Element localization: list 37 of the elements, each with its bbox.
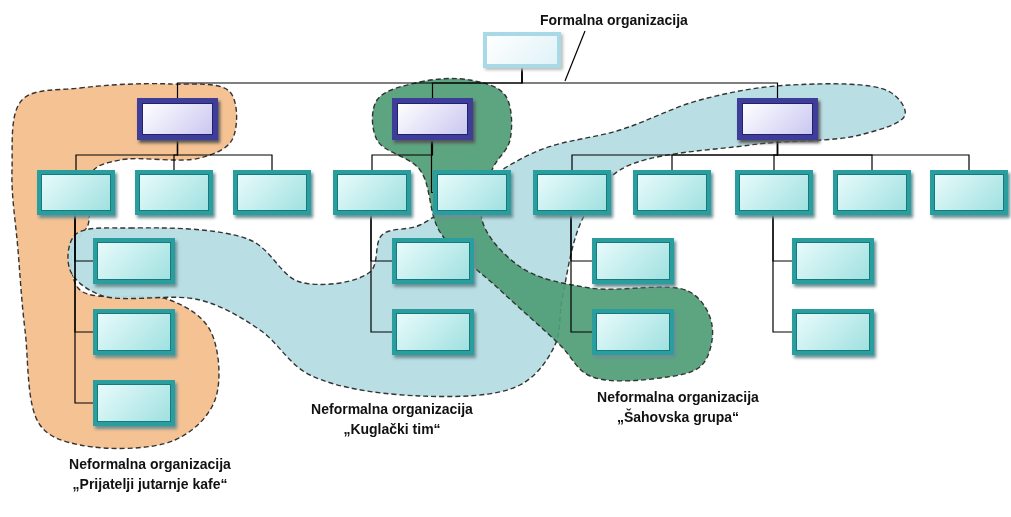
- connector-line: [570, 214, 593, 333]
- position-box: [135, 170, 213, 215]
- connector-line: [176, 139, 273, 171]
- group-label: Neformalna organizacija „Kuglački tim“: [310, 400, 474, 439]
- group-label: Neformalna organizacija „Prijatelji jutarnje kafe“: [68, 455, 232, 494]
- position-box: [792, 309, 874, 355]
- position-box: [633, 170, 711, 215]
- leader-line: [564, 30, 586, 82]
- position-box: [392, 238, 474, 284]
- position-box: [930, 170, 1008, 215]
- position-box: [735, 170, 813, 215]
- connector-line: [521, 67, 779, 99]
- position-box: [533, 170, 611, 215]
- position-box: [333, 170, 411, 215]
- connector-line: [772, 214, 793, 333]
- position-box: [792, 238, 874, 284]
- position-box: [433, 170, 511, 215]
- chart-label: Formalna organizacija: [540, 12, 688, 28]
- position-box: [93, 309, 175, 355]
- position-box: [93, 238, 175, 284]
- connector-line: [776, 139, 970, 171]
- manager-box: [137, 98, 218, 140]
- position-box: [392, 309, 474, 355]
- position-box: [233, 170, 311, 215]
- group-label: Neformalna organizacija „Šahovska grupa“: [596, 388, 760, 427]
- manager-box: [392, 98, 473, 140]
- position-box: [592, 238, 674, 284]
- top-position-box: [483, 32, 561, 68]
- position-box: [93, 380, 175, 426]
- position-box: [833, 170, 911, 215]
- connector-line: [371, 139, 434, 171]
- position-box: [37, 170, 115, 215]
- manager-box: [737, 98, 818, 140]
- connector-line: [370, 214, 393, 333]
- connector-line: [74, 214, 94, 404]
- position-box: [592, 309, 674, 355]
- connector-line: [430, 139, 434, 194]
